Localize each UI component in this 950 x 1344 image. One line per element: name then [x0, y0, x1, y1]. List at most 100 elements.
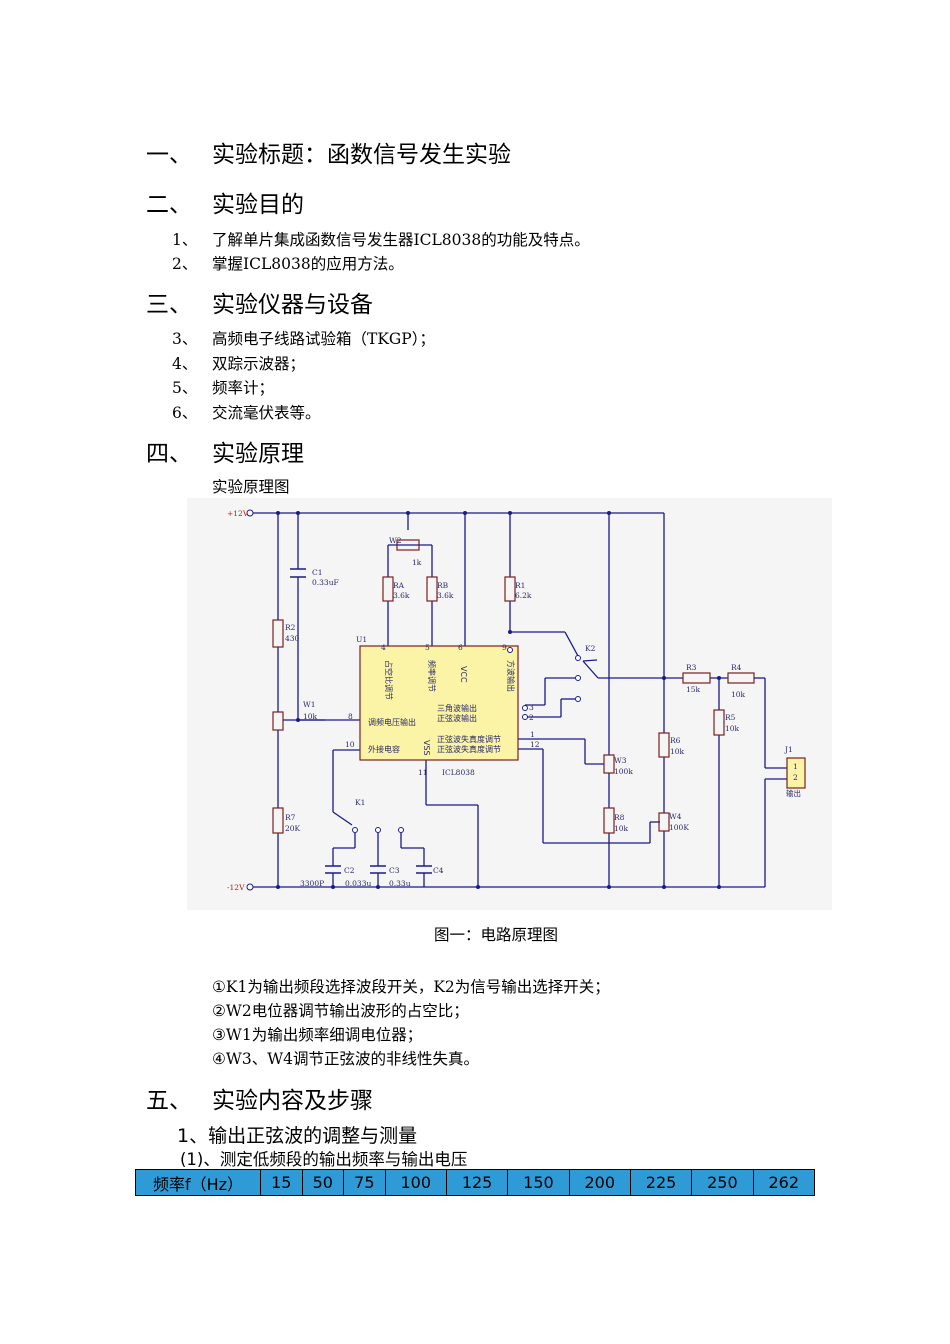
svg-text:外接电容: 外接电容: [368, 744, 400, 754]
svg-text:3.6k: 3.6k: [437, 591, 454, 600]
svg-text:430: 430: [285, 634, 300, 643]
svg-text:10: 10: [345, 740, 355, 749]
circuit-schematic: +12V -12V C1 0.33uF R2 430 W1 10k W2 1k …: [187, 498, 832, 910]
svg-text:W3: W3: [614, 756, 627, 765]
table-cell: 262: [752, 1169, 816, 1196]
terminals: [246, 509, 581, 891]
svg-text:R2: R2: [285, 623, 296, 632]
svg-text:输出: 输出: [786, 788, 801, 798]
table-cell: 75: [343, 1169, 386, 1196]
svg-text:W2: W2: [389, 536, 402, 545]
svg-text:3: 3: [529, 703, 534, 712]
svg-text:10k: 10k: [670, 747, 685, 756]
table-cell: 250: [691, 1169, 754, 1196]
note-item: ③W1为输出频率细调电位器；: [212, 1026, 423, 1044]
svg-text:R4: R4: [731, 663, 742, 672]
svg-text:VSS: VSS: [422, 740, 431, 756]
svg-text:VCC: VCC: [459, 666, 468, 683]
svg-text:R1: R1: [515, 581, 525, 590]
svg-text:100k: 100k: [614, 767, 633, 776]
svg-text:C3: C3: [389, 866, 400, 875]
table-header-cell: 频率f（Hz）: [135, 1169, 261, 1196]
svg-text:正弦波失真度调节: 正弦波失真度调节: [437, 734, 501, 744]
svg-text:100K: 100K: [669, 823, 689, 832]
table-cell: 50: [301, 1169, 345, 1196]
svg-text:11: 11: [418, 768, 428, 777]
note-item: ②W2电位器调节输出波形的占空比；: [212, 1002, 469, 1020]
svg-text:RB: RB: [437, 581, 449, 590]
svg-text:3300P: 3300P: [300, 879, 324, 888]
svg-text:1k: 1k: [412, 558, 422, 567]
svg-text:正弦波输出: 正弦波输出: [437, 713, 477, 723]
svg-text:2: 2: [529, 713, 534, 722]
svg-text:8: 8: [348, 712, 353, 721]
svg-text:20K: 20K: [285, 824, 301, 833]
capacitors: [290, 568, 432, 874]
section-heading-3: 三、实验仪器与设备: [146, 292, 373, 318]
objective-item: 1、了解单片集成函数信号发生器ICL8038的功能及特点。: [172, 231, 590, 249]
svg-text:K1: K1: [355, 798, 365, 807]
svg-text:正弦波失真度调节: 正弦波失真度调节: [437, 744, 501, 754]
subsection-title: 1、输出正弦波的调整与测量: [177, 1125, 418, 1147]
table-cell: 125: [445, 1169, 509, 1196]
svg-text:R8: R8: [614, 813, 625, 822]
svg-text:R6: R6: [670, 736, 681, 745]
svg-text:5: 5: [425, 643, 430, 652]
equipment-item: 3、高频电子线路试验箱（TKGP）；: [172, 330, 435, 348]
resistors: [272, 539, 806, 834]
principle-subtitle: 实验原理图: [212, 478, 290, 496]
svg-text:W4: W4: [669, 812, 682, 821]
svg-text:方波输出: 方波输出: [506, 660, 516, 692]
svg-text:占空比调节: 占空比调节: [384, 660, 394, 700]
icl8038-chip: [359, 645, 519, 761]
component-labels: +12V -12V C1 0.33uF R2 430 W1 10k W2 1k …: [227, 509, 801, 892]
step-title: (1)、测定低频段的输出频率与输出电压: [180, 1150, 468, 1169]
svg-text:6: 6: [458, 643, 463, 652]
circuit-wires: [253, 512, 787, 888]
figure-caption: 图一：电路原理图: [434, 926, 559, 944]
svg-text:2: 2: [793, 773, 798, 782]
svg-text:W1: W1: [303, 700, 315, 709]
svg-text:-12V: -12V: [227, 883, 245, 892]
svg-text:C1: C1: [312, 568, 323, 577]
svg-text:R3: R3: [686, 663, 697, 672]
note-item: ①K1为输出频段选择波段开关，K2为信号输出选择开关；: [212, 978, 610, 996]
svg-text:R5: R5: [725, 713, 736, 722]
svg-text:6.2k: 6.2k: [515, 591, 532, 600]
svg-text:1: 1: [793, 762, 798, 771]
svg-text:10k: 10k: [303, 712, 318, 721]
svg-text:C4: C4: [433, 866, 444, 875]
section-heading-4: 四、实验原理: [146, 441, 304, 467]
table-cell: 200: [568, 1169, 631, 1196]
frequency-table: 频率f（Hz） 15 50 75 100 125 150 200 225 250…: [135, 1169, 816, 1196]
equipment-item: 6、交流毫伏表等。: [172, 404, 321, 422]
svg-text:+12V: +12V: [227, 509, 249, 518]
table-cell: 100: [384, 1169, 447, 1196]
svg-text:频率调节: 频率调节: [427, 660, 437, 692]
objective-item: 2、掌握ICL8038的应用方法。: [172, 255, 404, 273]
equipment-item: 4、双踪示波器；: [172, 355, 306, 373]
junctions: [276, 511, 721, 889]
svg-text:10k: 10k: [725, 724, 740, 733]
svg-text:9: 9: [502, 643, 507, 652]
section-heading-5: 五、实验内容及步骤: [146, 1088, 373, 1114]
svg-text:4: 4: [381, 643, 386, 652]
section-heading-2: 二、实验目的: [146, 192, 304, 218]
svg-text:15k: 15k: [686, 685, 701, 694]
svg-text:RA: RA: [393, 581, 405, 590]
svg-text:ICL8038: ICL8038: [442, 768, 475, 777]
note-item: ④W3、W4调节正弦波的非线性失真。: [212, 1050, 479, 1068]
chip-pin-labels: 三角波输出 正弦波输出 调频电压输出 外接电容 正弦波失真度调节 正弦波失真度调…: [368, 660, 516, 756]
svg-text:U1: U1: [356, 635, 367, 644]
svg-text:调频电压输出: 调频电压输出: [368, 717, 416, 727]
section-heading-1: 一、实验标题：函数信号发生实验: [146, 142, 511, 168]
svg-text:1: 1: [530, 730, 535, 739]
svg-text:K2: K2: [585, 644, 596, 653]
svg-text:R7: R7: [285, 813, 296, 822]
svg-text:J1: J1: [784, 745, 793, 754]
svg-text:0.33u: 0.33u: [389, 879, 411, 888]
table-cell: 225: [629, 1169, 693, 1196]
svg-text:C2: C2: [344, 866, 355, 875]
table-cell: 15: [260, 1169, 303, 1196]
svg-text:三角波输出: 三角波输出: [437, 703, 477, 713]
